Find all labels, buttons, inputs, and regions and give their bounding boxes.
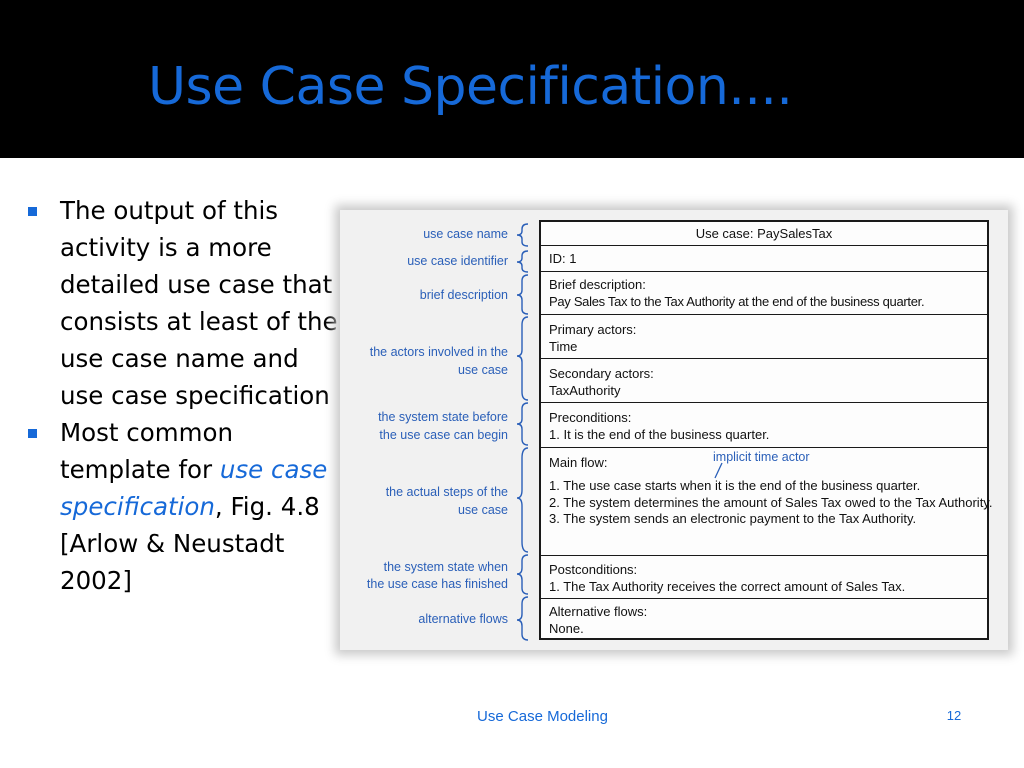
spec-alt-row: Alternative flows: None. bbox=[541, 599, 987, 638]
page-number: 12 bbox=[946, 708, 962, 723]
spec-brief-row: Brief description: Pay Sales Tax to the … bbox=[541, 272, 987, 315]
spec-secondary-title: Secondary actors: bbox=[549, 366, 654, 381]
spec-id-row: ID: 1 bbox=[541, 246, 987, 272]
bullet-list: The output of this activity is a more de… bbox=[26, 192, 344, 599]
brace-connectors bbox=[516, 223, 529, 641]
spec-secondary-value: TaxAuthority bbox=[549, 383, 621, 398]
spec-alt-value: None. bbox=[549, 621, 584, 636]
annotation-alt: alternative flows bbox=[418, 612, 508, 626]
annotation-actors-line2: use case bbox=[457, 363, 508, 377]
spec-primary-row: Primary actors: Time bbox=[541, 315, 987, 359]
spec-main-title: Main flow: bbox=[549, 455, 608, 470]
bullet-emphasis-link[interactable]: use case specification bbox=[60, 455, 328, 521]
spec-main-step-2: 2. The system determines the amount of S… bbox=[549, 494, 993, 510]
spec-id: ID: 1 bbox=[549, 251, 577, 266]
spec-main-row: Main flow: implicit time actor 1. The us… bbox=[541, 448, 992, 556]
bullet-text-prefix: Most common template for bbox=[60, 418, 233, 484]
annotation-brief: brief description bbox=[419, 288, 508, 302]
annotation-post-line1: the system state when bbox=[383, 560, 508, 574]
use-case-figure: use case name use case identifier brief … bbox=[340, 210, 1008, 650]
figure-annotations: use case name use case identifier brief … bbox=[340, 210, 516, 650]
footer-text: Use Case Modeling bbox=[477, 708, 608, 725]
brace-name bbox=[516, 223, 529, 247]
slide-title: Use Case Specification.... bbox=[148, 57, 793, 117]
spec-primary-title: Primary actors: bbox=[549, 322, 637, 337]
annotation-steps-line1: the actual steps of the bbox=[385, 485, 508, 499]
bullet-item: Most common template for use case specif… bbox=[26, 414, 344, 599]
bullet-text-suffix: , Fig. 4.8 [Arlow & Neustadt 2002] bbox=[60, 492, 320, 595]
use-case-spec-table: Use case: PaySalesTax ID: 1 Brief descri… bbox=[539, 220, 992, 640]
annotation-post-line2: the use case has finished bbox=[366, 577, 508, 591]
brace-actors bbox=[516, 316, 529, 401]
bullet-item: The output of this activity is a more de… bbox=[26, 192, 344, 414]
brace-pre bbox=[516, 402, 529, 446]
spec-header: Use case: PaySalesTax bbox=[695, 226, 833, 241]
spec-main-step-1: 1. The use case starts when it is the en… bbox=[549, 478, 921, 493]
spec-header-row: Use case: PaySalesTax bbox=[541, 222, 987, 246]
spec-post-row: Postconditions: 1. The Tax Authority rec… bbox=[541, 556, 987, 599]
spec-main-step-3: 3. The system sends an electronic paymen… bbox=[549, 511, 917, 526]
spec-main-note: implicit time actor bbox=[713, 450, 810, 464]
annotation-name: use case name bbox=[423, 227, 508, 241]
annotation-pre-line2: the use case can begin bbox=[379, 428, 508, 442]
brace-steps bbox=[516, 447, 529, 553]
square-bullet-icon bbox=[28, 207, 37, 216]
brace-alt bbox=[516, 596, 529, 641]
spec-secondary-row: Secondary actors: TaxAuthority bbox=[541, 359, 987, 403]
square-bullet-icon bbox=[28, 429, 37, 438]
title-band: Use Case Specification.... bbox=[0, 0, 1024, 158]
spec-post-title: Postconditions: bbox=[549, 562, 638, 577]
spec-alt-title: Alternative flows: bbox=[549, 604, 648, 619]
annotation-pre-line1: the system state before bbox=[378, 410, 508, 424]
spec-brief-title: Brief description: bbox=[549, 277, 646, 292]
brace-brief bbox=[516, 274, 529, 315]
spec-pre-item: 1. It is the end of the business quarter… bbox=[549, 427, 770, 442]
spec-pre-row: Preconditions: 1. It is the end of the b… bbox=[541, 403, 987, 448]
annotation-steps-line2: use case bbox=[457, 503, 508, 517]
spec-brief-text: Pay Sales Tax to the Tax Authority at th… bbox=[549, 294, 925, 309]
brace-post bbox=[516, 554, 529, 595]
annotation-identifier: use case identifier bbox=[407, 254, 508, 268]
note-pointer-line bbox=[714, 462, 723, 479]
spec-pre-title: Preconditions: bbox=[549, 410, 632, 425]
spec-post-item: 1. The Tax Authority receives the correc… bbox=[549, 579, 906, 594]
annotation-actors-line1: the actors involved in the bbox=[369, 345, 508, 359]
brace-identifier bbox=[516, 250, 529, 273]
spec-primary-value: Time bbox=[549, 339, 578, 354]
bullet-text: The output of this activity is a more de… bbox=[60, 196, 338, 410]
